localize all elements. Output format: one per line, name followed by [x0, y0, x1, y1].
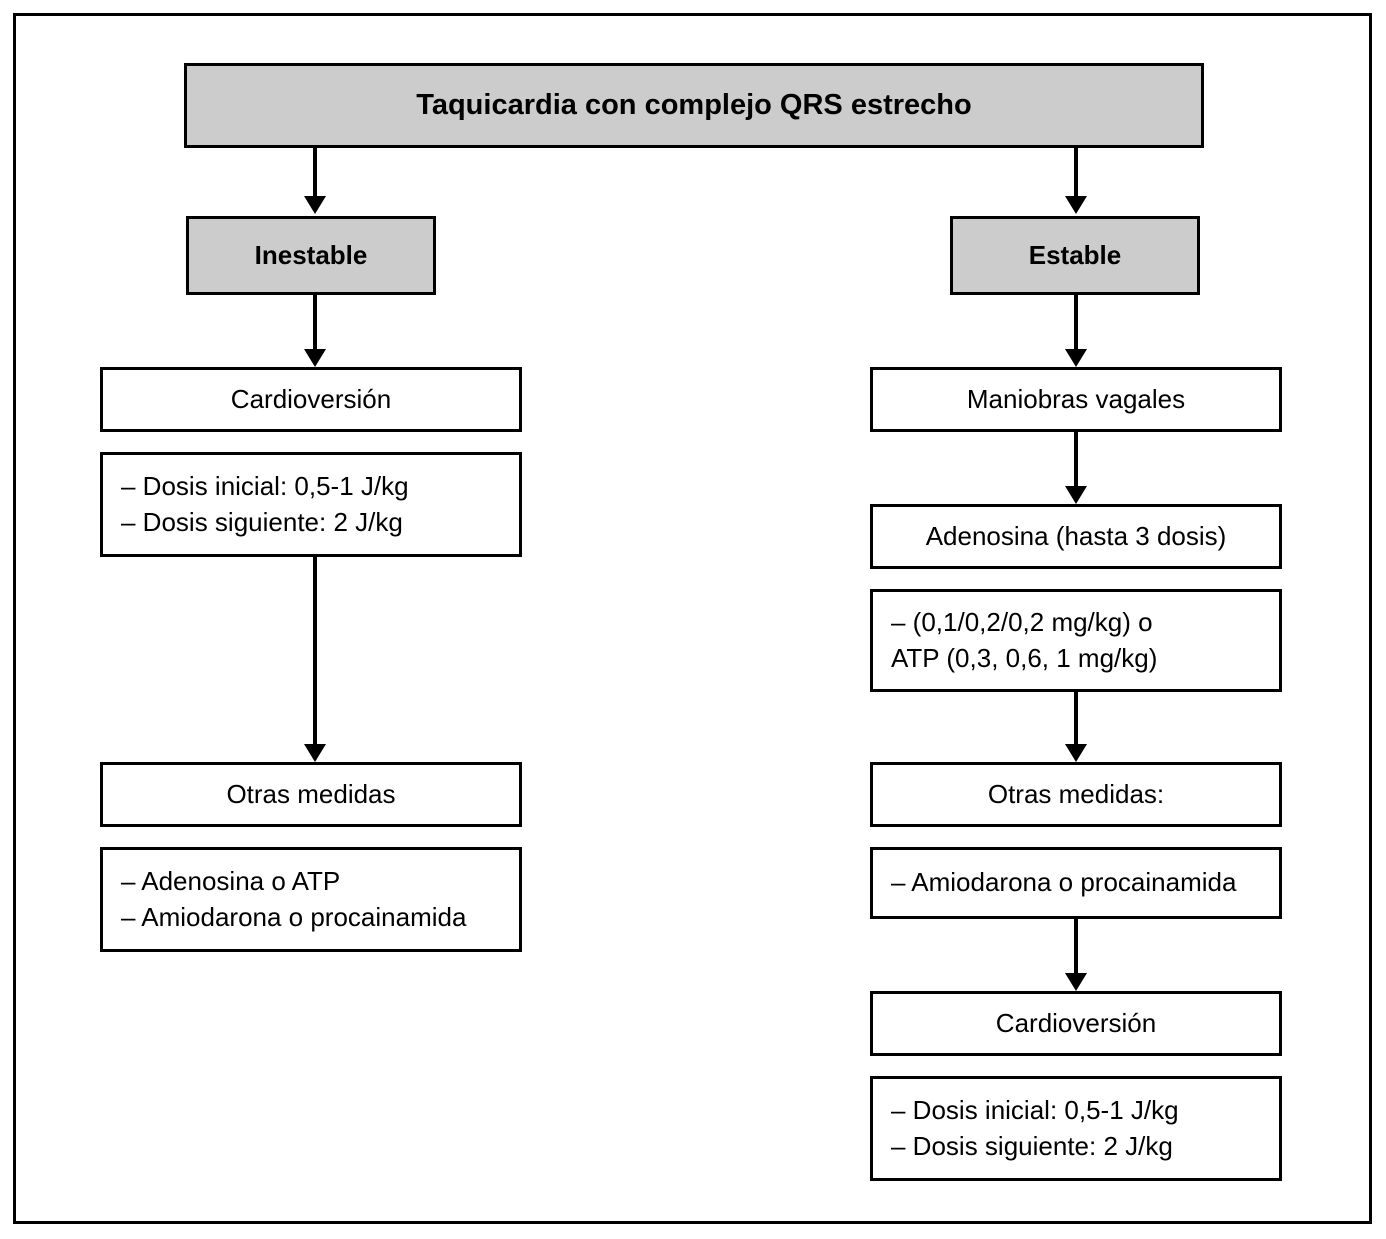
node-left-otras-medidas-detail[interactable]: – Adenosina o ATP – Amiodarona o procain… — [100, 847, 522, 952]
node-right-cardioversion-label: Cardioversión — [995, 1008, 1157, 1039]
node-right-otras-medidas[interactable]: Otras medidas: — [870, 762, 1282, 827]
node-left-cardioversion[interactable]: Cardioversión — [100, 367, 522, 432]
node-right-header-estable[interactable]: Estable — [950, 216, 1200, 295]
node-left-otras-medidas-detail-label: – Adenosina o ATP – Amiodarona o procain… — [121, 866, 467, 932]
connector-amiodarona-to-cardioversion — [1065, 919, 1087, 991]
node-left-cardioversion-doses-label: – Dosis inicial: 0,5-1 J/kg – Dosis sigu… — [121, 471, 409, 537]
node-right-cardioversion-doses[interactable]: – Dosis inicial: 0,5-1 J/kg – Dosis sigu… — [870, 1076, 1282, 1181]
connector-maniobras-to-adenosina — [1065, 432, 1087, 504]
node-right-maniobras-vagales-label: Maniobras vagales — [966, 384, 1186, 415]
node-right-otras-medidas-detail-label: – Amiodarona o procainamida — [891, 867, 1237, 898]
node-left-header-inestable[interactable]: Inestable — [186, 216, 436, 295]
node-right-adenosina[interactable]: Adenosina (hasta 3 dosis) — [870, 504, 1282, 569]
node-right-adenosina-label: Adenosina (hasta 3 dosis) — [925, 521, 1227, 552]
node-right-cardioversion-doses-label: – Dosis inicial: 0,5-1 J/kg – Dosis sigu… — [891, 1095, 1179, 1161]
node-right-maniobras-vagales[interactable]: Maniobras vagales — [870, 367, 1282, 432]
connector-adenosina-doses-to-otras-medidas — [1065, 692, 1087, 762]
node-left-otras-medidas[interactable]: Otras medidas — [100, 762, 522, 827]
node-title-label: Taquicardia con complejo QRS estrecho — [416, 89, 972, 122]
node-right-adenosina-doses[interactable]: – (0,1/0,2/0,2 mg/kg) o ATP (0,3, 0,6, 1… — [870, 589, 1282, 692]
node-right-otras-medidas-detail[interactable]: – Amiodarona o procainamida — [870, 847, 1282, 919]
node-right-cardioversion[interactable]: Cardioversión — [870, 991, 1282, 1056]
node-left-cardioversion-label: Cardioversión — [230, 384, 392, 415]
diagram-outer-frame — [13, 13, 1372, 1224]
node-left-otras-medidas-label: Otras medidas — [226, 779, 396, 810]
connector-title-to-inestable — [304, 148, 326, 214]
connector-estable-to-maniobras — [1065, 295, 1087, 367]
node-right-otras-medidas-label: Otras medidas: — [987, 779, 1165, 810]
connector-title-to-estable — [1065, 148, 1087, 214]
node-right-adenosina-doses-label: – (0,1/0,2/0,2 mg/kg) o ATP (0,3, 0,6, 1… — [891, 607, 1158, 673]
node-title-taquicardia[interactable]: Taquicardia con complejo QRS estrecho — [184, 63, 1204, 148]
node-left-cardioversion-doses[interactable]: – Dosis inicial: 0,5-1 J/kg – Dosis sigu… — [100, 452, 522, 557]
node-right-header-label: Estable — [1028, 240, 1122, 271]
node-left-header-label: Inestable — [254, 240, 368, 271]
connector-left-doses-to-otras-medidas — [304, 557, 326, 762]
connector-inestable-to-cardioversion — [304, 295, 326, 367]
